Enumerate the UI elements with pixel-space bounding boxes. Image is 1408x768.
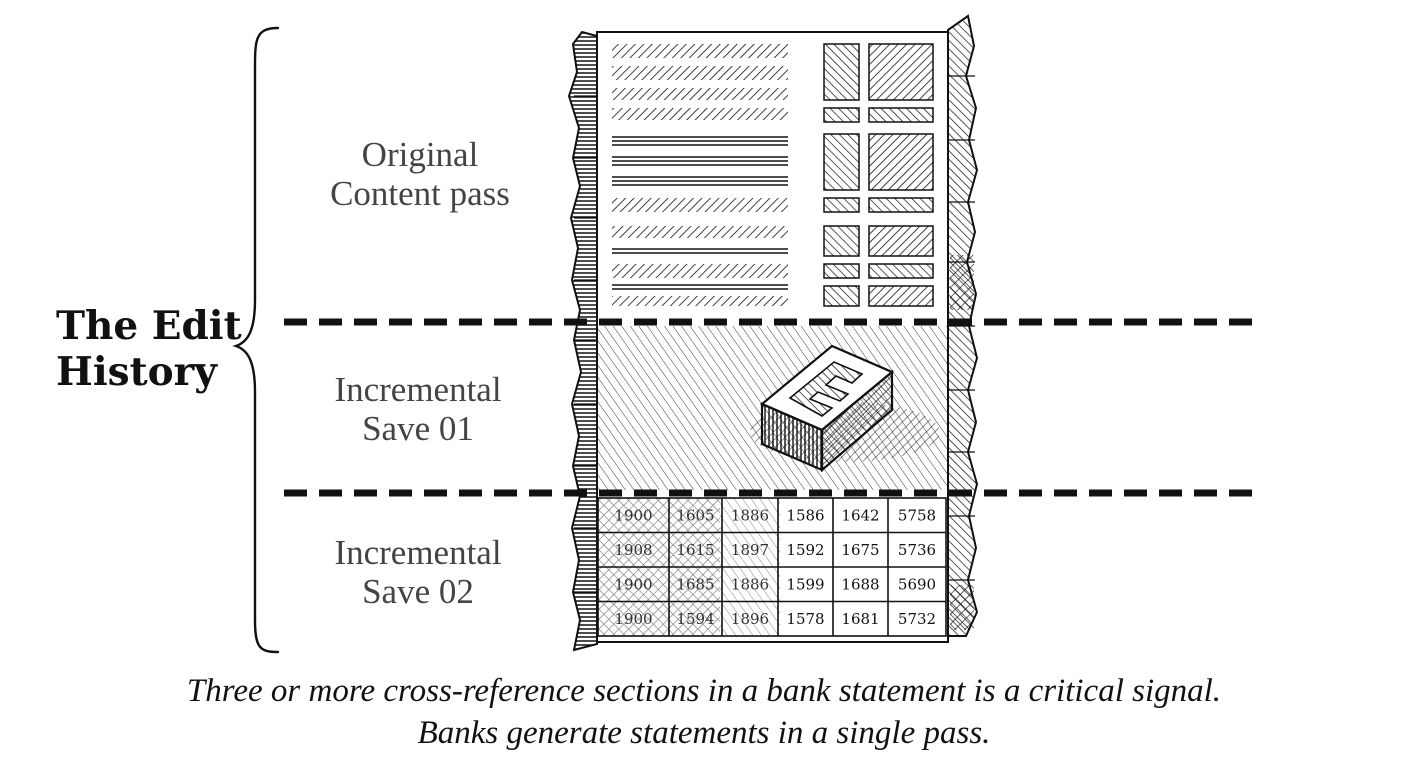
table-cell: 5690 [898, 575, 936, 593]
title-line-1: The Edit [56, 303, 242, 349]
section-label-line: Content pass [330, 174, 510, 213]
right-edge-crosshatch-bottom [950, 585, 974, 630]
original-content-text-lines [612, 44, 788, 306]
table-cell: 1896 [731, 610, 769, 628]
table-cell: 1605 [676, 506, 714, 524]
table-cell: 1897 [731, 541, 769, 559]
table-cell: 1685 [676, 575, 714, 593]
table-cell: 1886 [731, 506, 769, 524]
section-label-save-02: Incremental Save 02 [298, 533, 538, 611]
incremental-save-02-table: 1900 1605 1886 1586 1642 5758 1908 1615 1897 1592… [597, 497, 947, 637]
left-torn-edge [567, 30, 598, 652]
diagram-title: The Edit History [56, 303, 246, 395]
table-cell: 5736 [898, 541, 936, 559]
table-cell: 1615 [676, 541, 714, 559]
table-cell: 1586 [786, 506, 824, 524]
table-cell: 1594 [676, 610, 714, 628]
section-label-save-01: Incremental Save 01 [298, 370, 538, 448]
section-label-line: Save 01 [362, 409, 474, 448]
title-line-2: History [56, 349, 217, 395]
table-cell: 1908 [614, 541, 652, 559]
left-edge-segments [574, 95, 597, 593]
table-cell: 1688 [841, 575, 879, 593]
section-label-line: Incremental [334, 370, 502, 409]
caption-line-2: Banks generate statements in a single pa… [417, 715, 991, 751]
section-label-line: Original [361, 135, 479, 174]
table-cell: 1886 [731, 575, 769, 593]
table-cell: 5732 [898, 610, 936, 628]
table-cell: 1599 [786, 575, 824, 593]
type-block-illustration [750, 344, 940, 473]
section-label-line: Incremental [334, 533, 502, 572]
curly-brace [232, 26, 280, 654]
section-label-original: Original Content pass [300, 135, 540, 213]
table-cell: 1900 [614, 506, 652, 524]
table-cell: 1900 [614, 575, 652, 593]
caption-line-1: Three or more cross-reference sections i… [186, 673, 1222, 709]
table-cell: 1675 [841, 541, 879, 559]
section-label-line: Save 02 [362, 572, 474, 611]
caption: Three or more cross-reference sections i… [40, 670, 1368, 754]
right-edge-crosshatch-top [950, 255, 974, 310]
original-content-blocks [823, 43, 934, 307]
table-cell: 5758 [898, 506, 936, 524]
table-cell: 1592 [786, 541, 824, 559]
table-cell: 1642 [841, 506, 879, 524]
table-cell: 1578 [786, 610, 824, 628]
table-cell: 1900 [614, 610, 652, 628]
table-cell: 1681 [841, 610, 879, 628]
